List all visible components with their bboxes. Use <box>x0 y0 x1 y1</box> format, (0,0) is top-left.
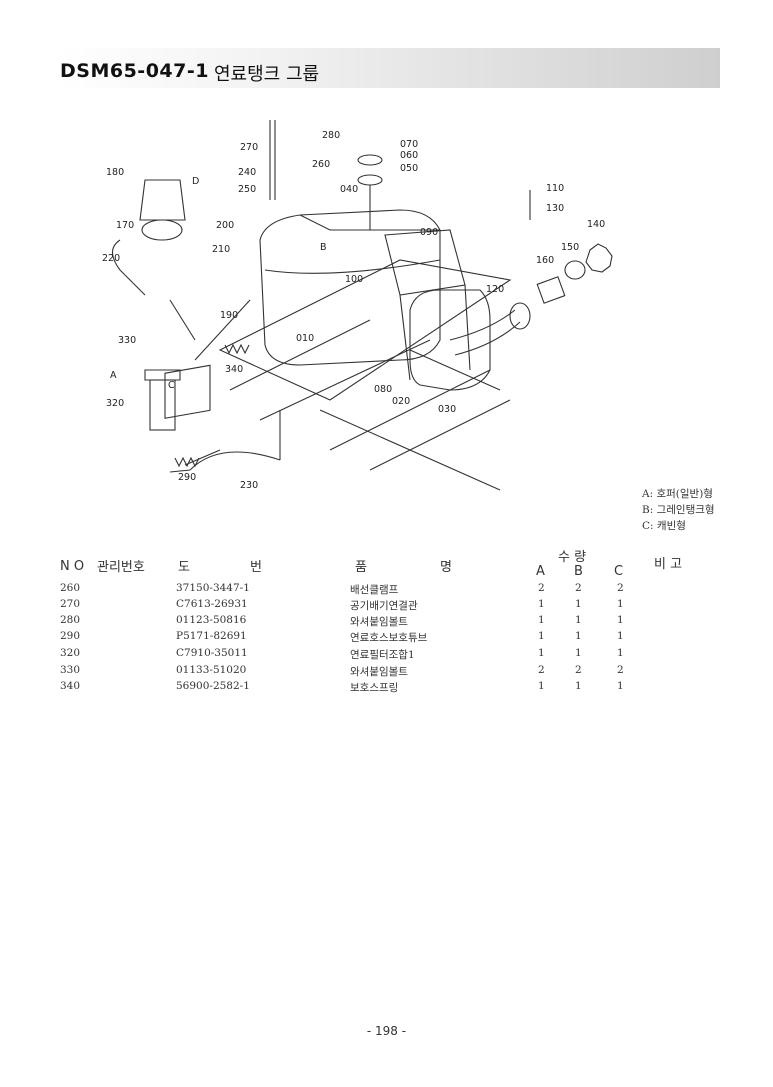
callout-label: A <box>110 370 117 381</box>
col-header-drawing-b: 번 <box>250 560 262 575</box>
callout-label: 260 <box>312 159 330 170</box>
col-header-part-b: 명 <box>440 560 452 575</box>
callout-label: C <box>168 380 175 391</box>
callout-label: 230 <box>240 480 258 491</box>
diagram-callouts: 280 270 260 070 060 050 180 240 250 040 … <box>102 130 605 491</box>
callout-label: 340 <box>225 364 243 375</box>
callout-label: 070 <box>400 139 418 150</box>
legend-item: A: 호퍼(일반)형 <box>642 488 713 500</box>
callout-label: 190 <box>220 310 238 321</box>
callout-label: 290 <box>178 472 196 483</box>
col-header-remark: 비 고 <box>654 557 683 572</box>
col-header-qty-c: C <box>614 564 624 579</box>
exploded-parts-diagram: 280 270 260 070 060 050 180 240 250 040 … <box>102 120 613 491</box>
col-header-drawing-a: 도 <box>178 560 190 575</box>
col-header-part-a: 품 <box>355 560 367 575</box>
callout-label: 120 <box>486 284 504 295</box>
group-name: 연료탱크 그룹 <box>214 64 320 85</box>
col-header-mgmt: 관리번호 <box>97 560 145 575</box>
callout-label: 250 <box>238 184 256 195</box>
callout-label: 050 <box>400 163 418 174</box>
callout-label: 020 <box>392 396 410 407</box>
callout-label: 090 <box>420 227 438 238</box>
legend-item: C: 캐빈형 <box>642 520 686 532</box>
group-code: DSM65-047-1 <box>60 60 209 82</box>
callout-label: 200 <box>216 220 234 231</box>
callout-label: 080 <box>374 384 392 395</box>
callout-label: 040 <box>340 184 358 195</box>
col-header-qty-a: A <box>536 564 545 579</box>
callout-label: 140 <box>587 219 605 230</box>
legend-item: B: 그레인탱크형 <box>642 504 715 516</box>
page-number: - 198 - <box>366 1024 407 1038</box>
col-header-qty-b: B <box>574 564 583 579</box>
col-header-no: N O <box>60 559 85 574</box>
callout-label: D <box>192 176 199 187</box>
variant-legend: A: 호퍼(일반)형 B: 그레인탱크형 C: 캐빈형 <box>642 486 715 534</box>
callout-label: 100 <box>345 274 363 285</box>
callout-label: 320 <box>106 398 124 409</box>
callout-label: 110 <box>546 183 564 194</box>
col-header-qty: 수 량 <box>558 550 587 565</box>
callout-label: 130 <box>546 203 564 214</box>
callout-label: 160 <box>536 255 554 266</box>
callout-label: 240 <box>238 167 256 178</box>
callout-label: 060 <box>400 150 418 161</box>
callout-label: 220 <box>102 253 120 264</box>
callout-label: 280 <box>322 130 340 141</box>
callout-label: 030 <box>438 404 456 415</box>
callout-label: 180 <box>106 167 124 178</box>
callout-label: 270 <box>240 142 258 153</box>
callout-label: 210 <box>212 244 230 255</box>
callout-label: 170 <box>116 220 134 231</box>
callout-label: 010 <box>296 333 314 344</box>
diagram-linework <box>111 120 613 491</box>
callout-label: 150 <box>561 242 579 253</box>
callout-label: B <box>320 242 327 253</box>
callout-label: 330 <box>118 335 136 346</box>
header-band <box>58 48 720 88</box>
